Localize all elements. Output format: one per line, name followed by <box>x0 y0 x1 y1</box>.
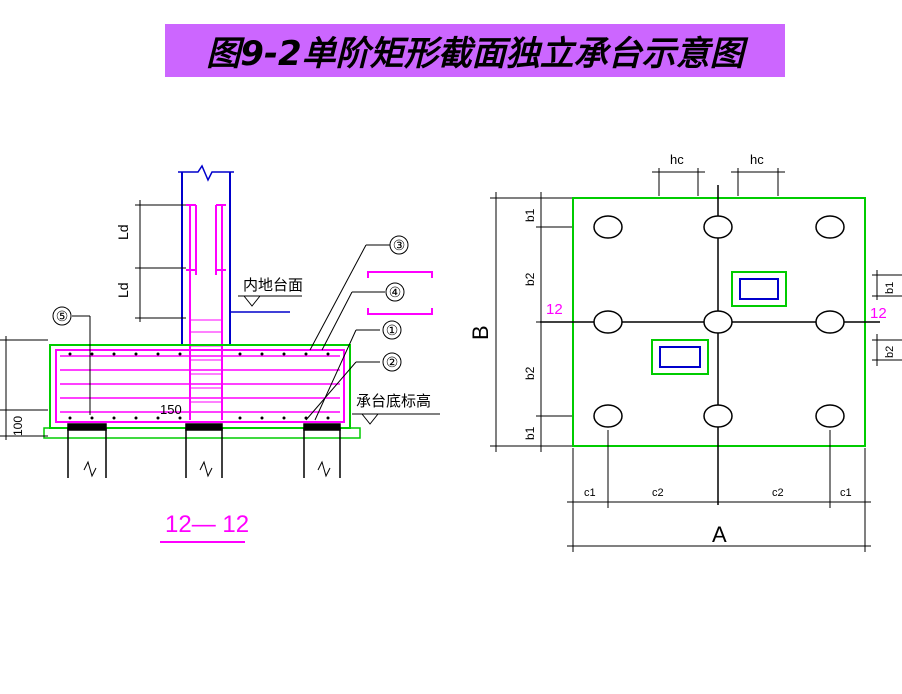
b-label: B <box>468 325 493 340</box>
callout-leaders <box>72 244 390 421</box>
callout-circles <box>52 235 409 372</box>
bottom-level-label: 承台底标高 <box>356 393 431 410</box>
callout-2: ② <box>386 354 399 370</box>
ld-label-upper: Ld <box>115 224 131 240</box>
callout-4: ④ <box>389 284 402 300</box>
b2-label-a: b2 <box>523 272 537 286</box>
diagram-title: 图9-2单阶矩形截面独立承台示意图 <box>206 34 744 74</box>
plan-columns <box>651 271 787 375</box>
callout-3: ③ <box>393 237 406 253</box>
cover-150-label: 150 <box>160 402 182 417</box>
ld-label-lower: Ld <box>115 282 131 298</box>
b-dimension <box>490 192 572 452</box>
dim-100-label: 100 <box>11 416 25 436</box>
section-label: 12— 12 <box>165 511 249 538</box>
ld-dimension <box>135 200 186 322</box>
plan-piles <box>593 215 845 428</box>
column-outline <box>178 164 290 345</box>
hc-label-2: hc <box>750 152 764 167</box>
hc-label-1: hc <box>670 152 684 167</box>
callout-5: ⑤ <box>56 308 69 324</box>
c1-label-right: c1 <box>840 487 852 499</box>
top-level-triangle <box>243 295 261 307</box>
b1-label-top: b1 <box>523 208 537 222</box>
c2-label-a: c2 <box>652 487 664 499</box>
a-dimension <box>567 430 871 552</box>
callout-1: ① <box>386 322 399 338</box>
pile-cap-outline <box>49 344 351 429</box>
title-banner: 图9-2单阶矩形截面独立承台示意图 <box>165 24 785 77</box>
section-view: Ld Ld 内地台面 <box>0 164 440 543</box>
plan-view: hc hc B b1 b2 b2 b1 12 12 b1 b2 <box>468 152 902 552</box>
column-rebars <box>186 204 226 420</box>
right-b1-label: b1 <box>884 282 896 294</box>
bottom-level-triangle <box>361 413 379 425</box>
c1-label-left: c1 <box>584 487 596 499</box>
a-label: A <box>712 522 727 547</box>
b2-label-b: b2 <box>523 366 537 380</box>
right-dimension <box>872 270 902 366</box>
b1-label-bottom: b1 <box>523 426 537 440</box>
rebar-dots <box>68 352 330 420</box>
stirrup-detail <box>367 271 433 315</box>
cap-rebars <box>55 349 345 423</box>
piles-section <box>67 423 341 478</box>
top-level-label: 内地台面 <box>243 277 303 294</box>
c2-label-b: c2 <box>772 487 784 499</box>
left-dimension <box>0 336 48 440</box>
hc-dimensions <box>652 168 785 196</box>
right-b2-label: b2 <box>884 346 896 358</box>
section-mark-right: 12 <box>870 305 887 322</box>
section-mark-left: 12 <box>546 301 563 318</box>
